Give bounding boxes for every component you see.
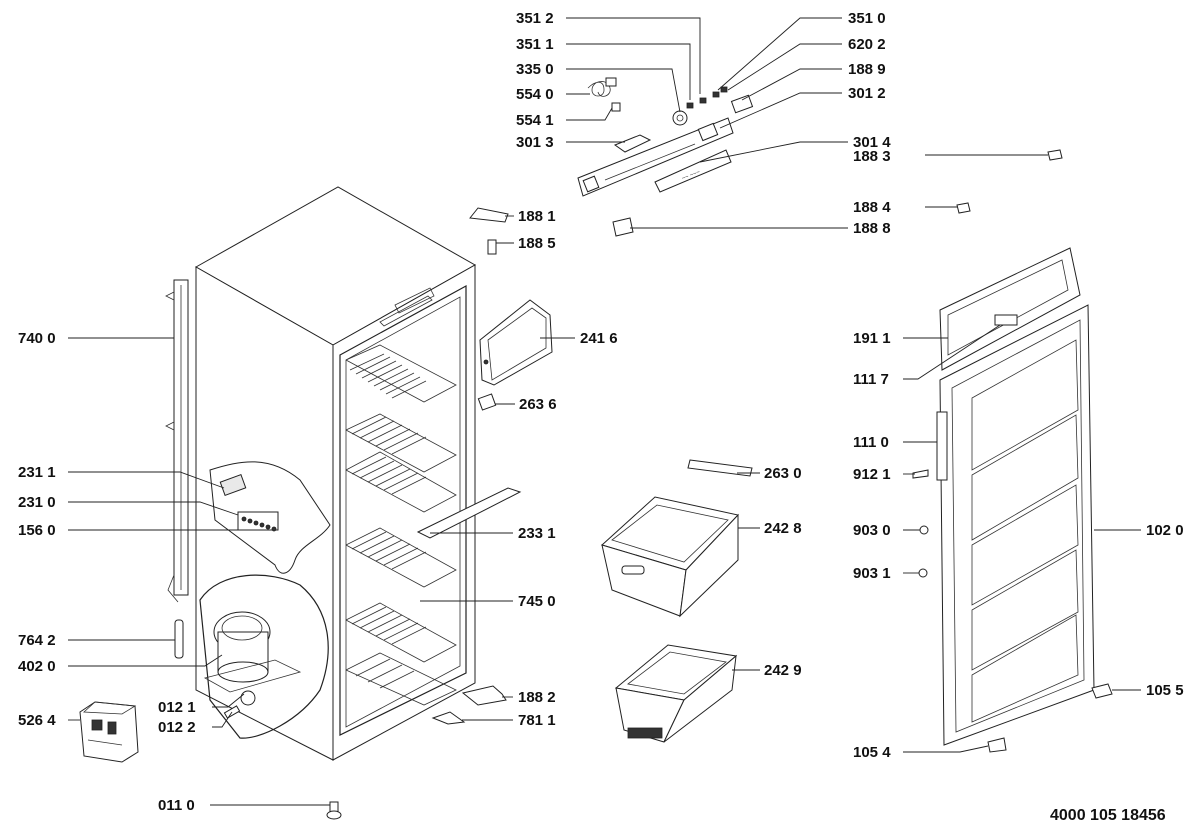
callout-402-0: 402 0 <box>18 658 56 675</box>
callout-301-2: 301 2 <box>848 85 886 102</box>
small-parts-top <box>469 149 1063 255</box>
callout-263-0: 263 0 <box>764 465 802 482</box>
callout-242-8: 242 8 <box>764 520 802 537</box>
door-handle-241-6 <box>477 299 553 411</box>
evaporator-plate <box>209 461 331 574</box>
callout-011-0: 011 0 <box>158 797 195 814</box>
callout-156-0: 156 0 <box>18 522 56 539</box>
callout-335-0: 335 0 <box>516 61 554 78</box>
callout-351-2: 351 2 <box>516 10 554 27</box>
callout-554-1: 554 1 <box>516 112 554 129</box>
shelves-745-0 <box>345 344 457 706</box>
leader-lines <box>68 17 1141 806</box>
document-number: 4000 105 18456 <box>1050 807 1166 824</box>
foot-011-0 <box>326 801 342 820</box>
rail-233-1 <box>416 487 522 539</box>
callout-554-0: 554 0 <box>516 86 554 103</box>
callout-903-0: 903 0 <box>853 522 891 539</box>
callout-111-0: 111 0 <box>853 434 889 451</box>
callout-188-9: 188 9 <box>848 61 886 78</box>
callout-111-7: 111 7 <box>853 371 889 388</box>
callout-012-1: 012 1 <box>158 699 196 716</box>
callout-188-5: 188 5 <box>518 235 556 252</box>
callout-188-8: 188 8 <box>853 220 891 237</box>
callout-105-5: 105 5 <box>1146 682 1184 699</box>
callout-912-1: 912 1 <box>853 466 891 483</box>
callout-620-2: 620 2 <box>848 36 886 53</box>
callout-740-0: 740 0 <box>18 330 56 347</box>
basket-242-9 <box>614 644 738 743</box>
callout-351-1: 351 1 <box>516 36 554 53</box>
callout-745-0: 745 0 <box>518 593 556 610</box>
callout-105-4: 105 4 <box>853 744 891 761</box>
compressor-detail <box>174 574 329 739</box>
callout-188-3: 188 3 <box>853 148 891 165</box>
callout-012-2: 012 2 <box>158 719 196 736</box>
callout-231-1: 231 1 <box>18 464 56 481</box>
basket-242-8 <box>601 459 753 618</box>
callout-301-3: 301 3 <box>516 134 554 151</box>
callout-903-1: 903 1 <box>853 565 891 582</box>
callout-301-4: 301 4 <box>853 134 891 151</box>
callout-241-6: 241 6 <box>580 330 618 347</box>
callout-231-0: 231 0 <box>18 494 56 511</box>
callout-191-1: 191 1 <box>853 330 891 347</box>
callout-102-0: 102 0 <box>1146 522 1184 539</box>
callout-781-1: 781 1 <box>518 712 556 729</box>
callout-233-1: 233 1 <box>518 525 556 542</box>
callout-188-1: 188 1 <box>518 208 556 225</box>
callout-263-6: 263 6 <box>519 396 557 413</box>
callout-188-2: 188 2 <box>518 689 556 706</box>
callout-188-4: 188 4 <box>853 199 891 216</box>
control-panel: ~~ ~~~ <box>577 77 754 197</box>
callout-351-0: 351 0 <box>848 10 886 27</box>
callout-labels: 351 2 351 1 335 0 554 0 554 1 301 3 351 … <box>18 10 1184 824</box>
callout-242-9: 242 9 <box>764 662 802 679</box>
condenser-740-0 <box>165 279 189 603</box>
callout-764-2: 764 2 <box>18 632 56 649</box>
door-assembly <box>912 247 1113 753</box>
relay-box-526-4 <box>79 701 139 763</box>
callout-526-4: 526 4 <box>18 712 56 729</box>
